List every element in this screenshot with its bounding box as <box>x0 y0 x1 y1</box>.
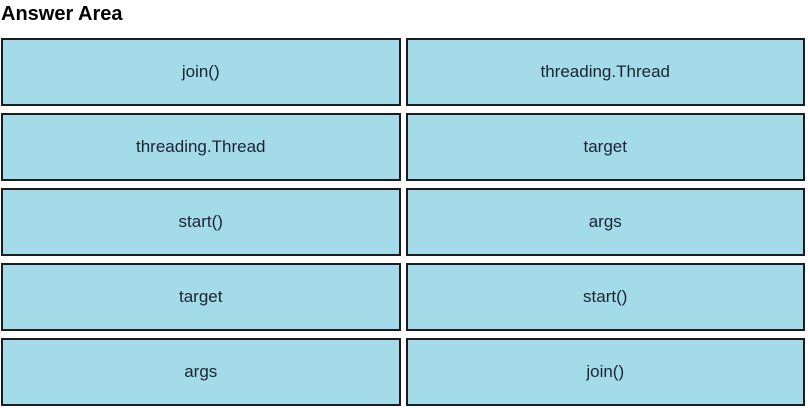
answer-box-right-3[interactable]: args <box>405 188 805 256</box>
answer-box-right-4[interactable]: start() <box>405 263 805 331</box>
answer-box-left-2[interactable]: threading.Thread <box>1 113 401 181</box>
answer-box-left-1[interactable]: join() <box>1 38 401 106</box>
answer-box-left-5[interactable]: args <box>1 338 401 406</box>
page-title: Answer Area <box>1 3 123 25</box>
answer-box-right-5[interactable]: join() <box>405 338 805 406</box>
answer-grid: join() threading.Thread threading.Thread… <box>1 38 805 406</box>
answer-box-right-2[interactable]: target <box>405 113 805 181</box>
answer-box-right-1[interactable]: threading.Thread <box>405 38 805 106</box>
answer-box-left-3[interactable]: start() <box>1 188 401 256</box>
answer-box-left-4[interactable]: target <box>1 263 401 331</box>
